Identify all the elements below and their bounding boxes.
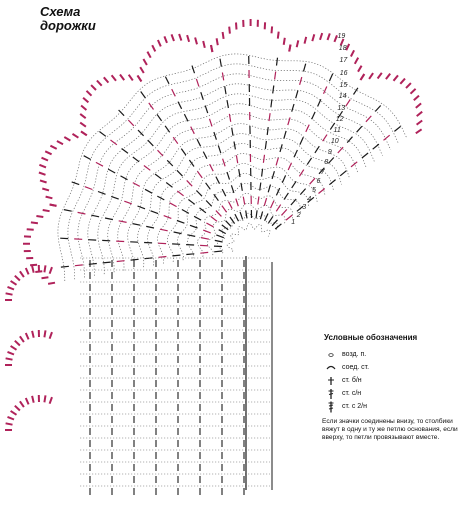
row-number: 18 — [339, 45, 347, 52]
legend-label-slip: соед. ст. — [342, 363, 369, 372]
slip-stitch-icon — [322, 362, 340, 374]
row-number: 10 — [331, 138, 339, 145]
legend: Условные обозначения возд. п. соед. ст. … — [322, 333, 462, 443]
row-number: 4 — [307, 196, 311, 203]
row-number: 14 — [339, 93, 347, 100]
row-number: 13 — [337, 105, 345, 112]
row-number: 11 — [334, 127, 341, 134]
legend-item-chain: возд. п. — [322, 348, 462, 361]
row-number: 16 — [340, 70, 348, 77]
legend-label-treble: ст. с 2/н — [342, 402, 367, 411]
row-number: 15 — [340, 82, 348, 89]
legend-label-chain: возд. п. — [342, 350, 366, 359]
row-number: 17 — [340, 57, 348, 64]
legend-item-treble: ст. с 2/н — [322, 400, 462, 413]
legend-item-single: ст. б/н — [322, 374, 462, 387]
row-number: 8 — [324, 159, 328, 166]
row-number: 5 — [312, 187, 316, 194]
row-number: 3 — [302, 204, 306, 211]
scalloped-edge — [23, 19, 422, 284]
chart-title-line2: дорожки — [40, 19, 96, 33]
legend-item-slip: соед. ст. — [322, 361, 462, 374]
row-number: 6 — [317, 178, 321, 185]
legend-item-double: ст. с/н — [322, 387, 462, 400]
chart-title-line1: Схема — [40, 5, 80, 19]
single-crochet-icon — [322, 375, 340, 387]
runner-band — [80, 256, 272, 495]
row-number: 9 — [328, 149, 332, 156]
row-number: 19 — [338, 33, 346, 40]
legend-label-double: ст. с/н — [342, 389, 361, 398]
row-number: 2 — [297, 212, 301, 219]
row-number: 7 — [321, 169, 325, 176]
treble-crochet-icon — [322, 401, 340, 413]
legend-heading: Условные обозначения — [324, 333, 462, 342]
legend-note: Если значки соединены внизу, то столбики… — [322, 418, 462, 443]
double-crochet-icon — [322, 388, 340, 400]
row-number: 1 — [291, 219, 295, 226]
lower-scallops — [5, 265, 52, 430]
legend-label-single: ст. б/н — [342, 376, 362, 385]
fan-motif — [58, 54, 407, 281]
row-number: 12 — [336, 116, 344, 123]
chain-stitch-icon — [322, 349, 340, 361]
